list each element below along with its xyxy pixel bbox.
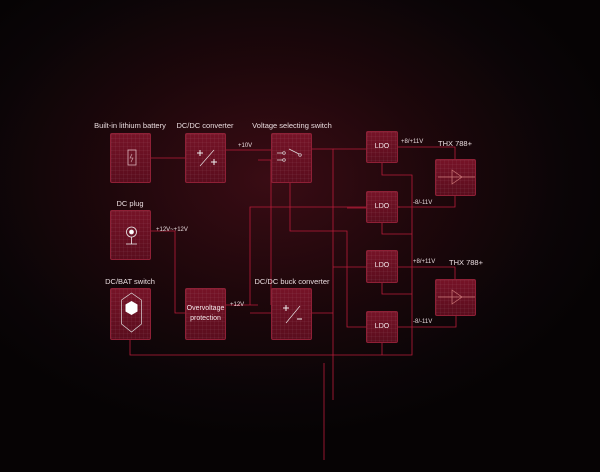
overvoltage-label: Overvoltage protection	[186, 304, 225, 323]
buck-block	[271, 288, 312, 340]
dcplug-block	[110, 210, 151, 260]
ldo-block-1: LDO	[366, 131, 398, 163]
battery-block	[110, 133, 151, 183]
amp-label-1: THX 788+	[438, 139, 472, 148]
battery-icon	[111, 134, 150, 182]
overvoltage-block: Overvoltage protection	[185, 288, 226, 340]
switch-label: Voltage selecting switch	[252, 121, 332, 130]
pos-label-1: +8/+11V	[401, 139, 424, 145]
ldo-block-4: LDO	[366, 311, 398, 343]
amplifier-icon	[436, 160, 475, 195]
dcplug-label: DC plug	[116, 199, 144, 208]
switch-icon	[272, 134, 311, 182]
ldo-label: LDO	[374, 202, 390, 210]
hexagon-switch-icon	[111, 289, 150, 339]
ldo-label: LDO	[374, 262, 390, 270]
ldo-block-3: LDO	[366, 250, 398, 283]
dcbat-label: DC/BAT switch	[105, 277, 155, 286]
ldo-label: LDO	[374, 322, 390, 330]
buck-label: DC/DC buck converter	[254, 277, 330, 286]
plug-icon	[111, 211, 150, 259]
neg-label-2: -8/-11V	[413, 319, 433, 325]
plus-plus-icon	[186, 134, 225, 182]
dcdc-block	[185, 133, 226, 183]
dcdc-label: DC/DC converter	[176, 121, 234, 130]
amp-block-1	[435, 159, 476, 196]
amplifier-icon	[436, 280, 475, 315]
v10-label: +10V	[238, 143, 253, 149]
battery-label: Built-in lithium battery	[94, 121, 166, 130]
v12-label: +12V	[230, 302, 245, 308]
amp-label-2: THX 788+	[449, 258, 483, 267]
ldo-block-2: LDO	[366, 191, 398, 223]
amp-block-2	[435, 279, 476, 316]
dcbat-block[interactable]	[110, 288, 151, 340]
pos-label-2: +8/+11V	[413, 259, 436, 265]
neg-label-1: -8/-11V	[413, 200, 433, 206]
plus-minus-icon	[272, 289, 311, 339]
v12range-label: +12V~+12V	[156, 227, 188, 233]
switch-block	[271, 133, 312, 183]
ldo-label: LDO	[374, 142, 390, 150]
